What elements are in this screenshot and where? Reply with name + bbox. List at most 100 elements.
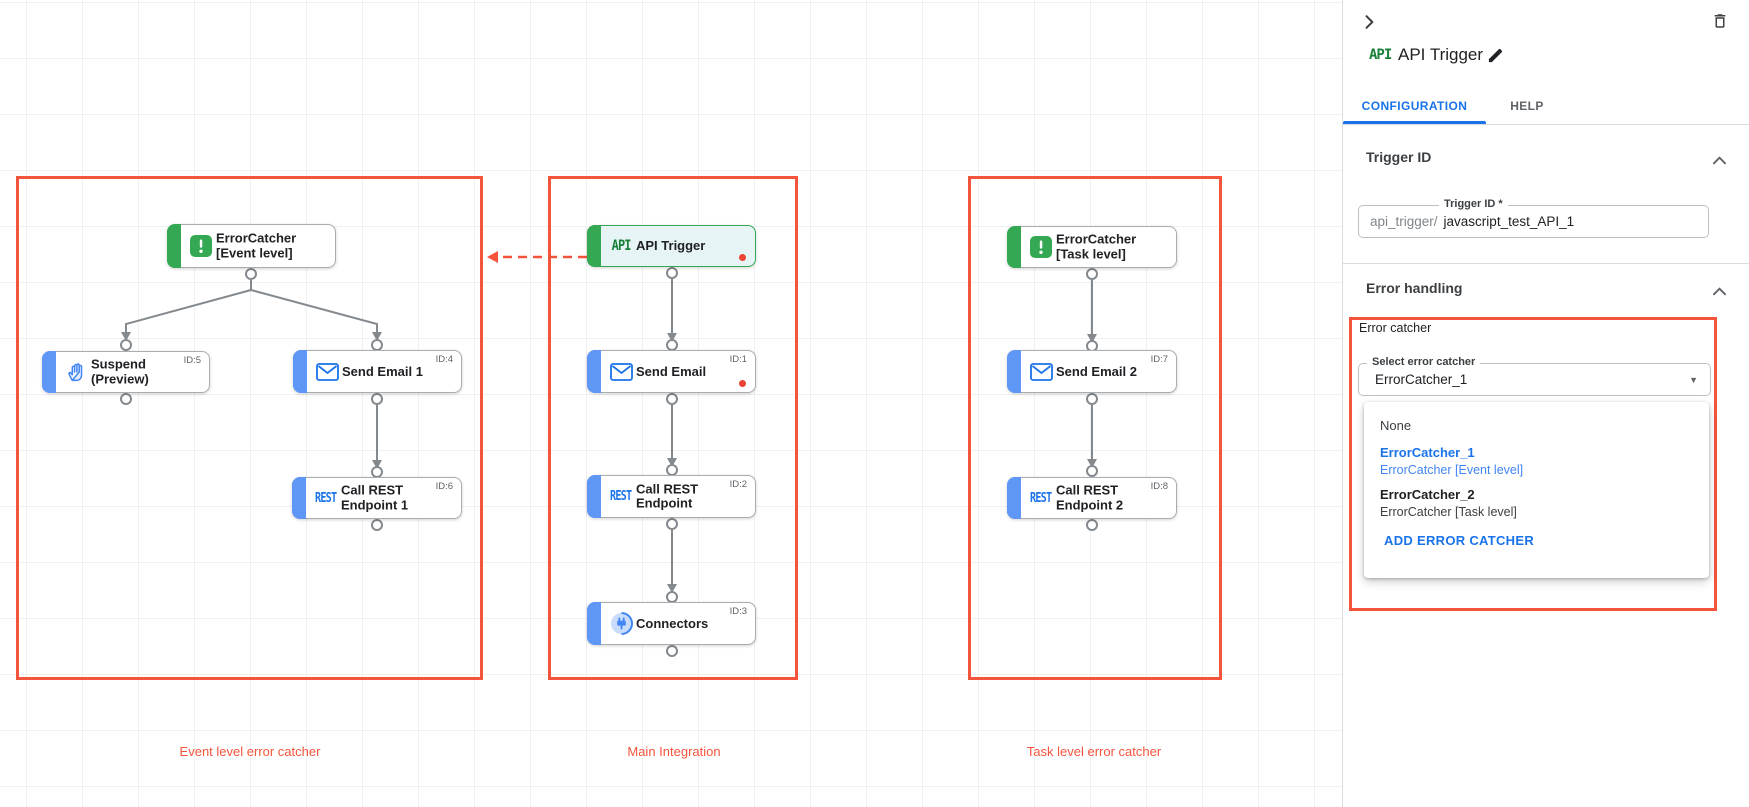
node-id-badge: ID:8 <box>1150 481 1168 492</box>
section-divider <box>1343 263 1749 264</box>
node-title: API Trigger <box>636 237 706 253</box>
node-send-email-2[interactable]: ID:7 Send Email 2 <box>1007 350 1177 393</box>
tabs-divider <box>1343 124 1749 125</box>
node-title: Call REST <box>341 482 404 498</box>
node-accent-bar <box>1007 350 1021 393</box>
trigger-id-prefix: api_trigger/ <box>1370 214 1438 229</box>
rest-logo-icon: REST <box>610 489 632 504</box>
error-catcher-icon <box>1028 234 1054 260</box>
node-errorcatcher-event-level[interactable]: ErrorCatcher[Event level] <box>167 224 336 268</box>
group-label-main-integration: Main Integration <box>627 744 721 759</box>
node-title: Send Email 2 <box>1056 363 1137 379</box>
node-title: ErrorCatcher <box>1056 231 1137 247</box>
error-status-dot <box>739 380 746 387</box>
node-title: Connectors <box>636 615 709 631</box>
node-accent-bar <box>587 602 601 645</box>
add-error-catcher-button[interactable]: ADD ERROR CATCHER <box>1384 533 1535 548</box>
active-tab-underline <box>1343 121 1486 124</box>
tab-help[interactable]: HELP <box>1510 98 1544 113</box>
tab-configuration[interactable]: CONFIGURATION <box>1361 98 1468 113</box>
node-send-email-1[interactable]: ID:4 Send Email 1 <box>293 350 462 393</box>
main-integration-group-box <box>548 176 798 680</box>
node-id-badge: ID:1 <box>729 354 747 365</box>
node-accent-bar <box>292 477 306 519</box>
node-id-badge: ID:6 <box>435 481 453 492</box>
node-accent-bar <box>42 351 56 393</box>
mail-icon <box>608 359 634 385</box>
node-accent-bar <box>167 224 181 268</box>
node-accent-bar <box>1007 477 1021 519</box>
integration-canvas[interactable]: Event level error catcher Main Integrati… <box>0 0 1342 807</box>
collapse-panel-icon[interactable] <box>1359 12 1379 37</box>
select-error-catcher-dropdown[interactable]: Select error catcher ErrorCatcher_1 ▼ <box>1358 356 1711 396</box>
node-accent-bar <box>587 225 601 267</box>
node-title: ErrorCatcher <box>216 230 297 246</box>
node-title-line2: Endpoint <box>636 495 693 511</box>
dropdown-caret-icon: ▼ <box>1689 374 1698 385</box>
suspend-hand-icon <box>63 359 89 385</box>
node-title-line2: Endpoint 1 <box>341 497 409 512</box>
section-heading-error-handling: Error handling <box>1366 280 1463 296</box>
node-accent-bar <box>587 350 601 393</box>
node-accent-bar <box>1007 226 1021 268</box>
node-id-badge: ID:4 <box>435 354 453 365</box>
option-description: ErrorCatcher [Event level] <box>1380 463 1524 477</box>
error-status-dot <box>739 254 746 261</box>
connector-wires <box>120 251 1098 657</box>
api-logo-icon: API <box>611 238 632 254</box>
node-accent-bar <box>293 350 307 393</box>
option-description: ErrorCatcher [Task level] <box>1380 505 1517 519</box>
node-title: Send Email 1 <box>342 363 423 379</box>
node-id-badge: ID:3 <box>729 606 747 617</box>
mail-icon <box>314 359 340 385</box>
collapse-section-icon[interactable] <box>1713 152 1726 170</box>
node-suspend-preview[interactable]: ID:5 Suspend(Preview) <box>42 351 210 393</box>
menu-option-errorcatcher-1[interactable]: ErrorCatcher_1 ErrorCatcher [Event level… <box>1364 435 1709 477</box>
collapse-section-icon[interactable] <box>1713 283 1726 301</box>
trigger-id-field[interactable]: Trigger ID * api_trigger/ javascript_tes… <box>1358 198 1709 238</box>
node-title: Call REST <box>636 481 699 496</box>
node-connectors[interactable]: ID:3 Connectors <box>587 602 756 645</box>
node-title: Suspend <box>91 356 146 372</box>
event-level-group-box <box>16 176 483 680</box>
edit-title-pencil-icon[interactable] <box>1487 47 1504 69</box>
node-title-line2: [Event level] <box>216 245 293 260</box>
error-catcher-annotation-box <box>1349 317 1717 611</box>
node-errorcatcher-task-level[interactable]: ErrorCatcher[Task level] <box>1007 226 1177 268</box>
node-title: Send Email <box>636 363 707 379</box>
node-accent-bar <box>587 475 601 518</box>
rest-logo-icon: REST <box>1030 490 1052 506</box>
select-error-catcher-label: Select error catcher <box>1367 356 1481 368</box>
node-title-line2: [Task level] <box>1056 246 1126 261</box>
config-side-panel: API API Trigger CONFIGURATION HELP Trigg… <box>1342 0 1749 807</box>
delete-trigger-icon[interactable] <box>1711 12 1729 35</box>
group-label-task-level: Task level error catcher <box>1026 744 1162 759</box>
error-catcher-link-arrow <box>487 251 587 263</box>
node-title-line2: Endpoint 2 <box>1056 497 1124 512</box>
node-title: Call REST <box>1056 482 1119 498</box>
option-name: ErrorCatcher_2 <box>1380 487 1475 502</box>
node-api-trigger[interactable]: API API Trigger <box>587 225 756 267</box>
trigger-id-field-label: Trigger ID * <box>1439 198 1508 210</box>
menu-option-errorcatcher-2[interactable]: ErrorCatcher_2 ErrorCatcher [Task level] <box>1364 477 1709 519</box>
option-name: ErrorCatcher_1 <box>1380 445 1475 460</box>
connectors-icon <box>608 611 634 637</box>
node-id-badge: ID:5 <box>183 355 201 366</box>
error-catcher-dropdown-menu: None ErrorCatcher_1 ErrorCatcher [Event … <box>1364 402 1709 578</box>
menu-option-none[interactable]: None <box>1380 418 1412 433</box>
node-send-email[interactable]: ID:1 Send Email <box>587 350 756 393</box>
error-catcher-group-label: Error catcher <box>1359 321 1432 335</box>
error-catcher-icon <box>188 233 214 259</box>
mail-icon <box>1028 359 1054 385</box>
section-heading-trigger-id: Trigger ID <box>1366 149 1432 165</box>
node-id-badge: ID:2 <box>729 479 747 490</box>
panel-title: API Trigger <box>1398 45 1484 64</box>
trigger-id-value[interactable]: javascript_test_API_1 <box>1443 214 1575 229</box>
task-level-group-box <box>968 176 1222 680</box>
group-label-event-level: Event level error catcher <box>179 744 321 759</box>
node-id-badge: ID:7 <box>1150 354 1168 365</box>
